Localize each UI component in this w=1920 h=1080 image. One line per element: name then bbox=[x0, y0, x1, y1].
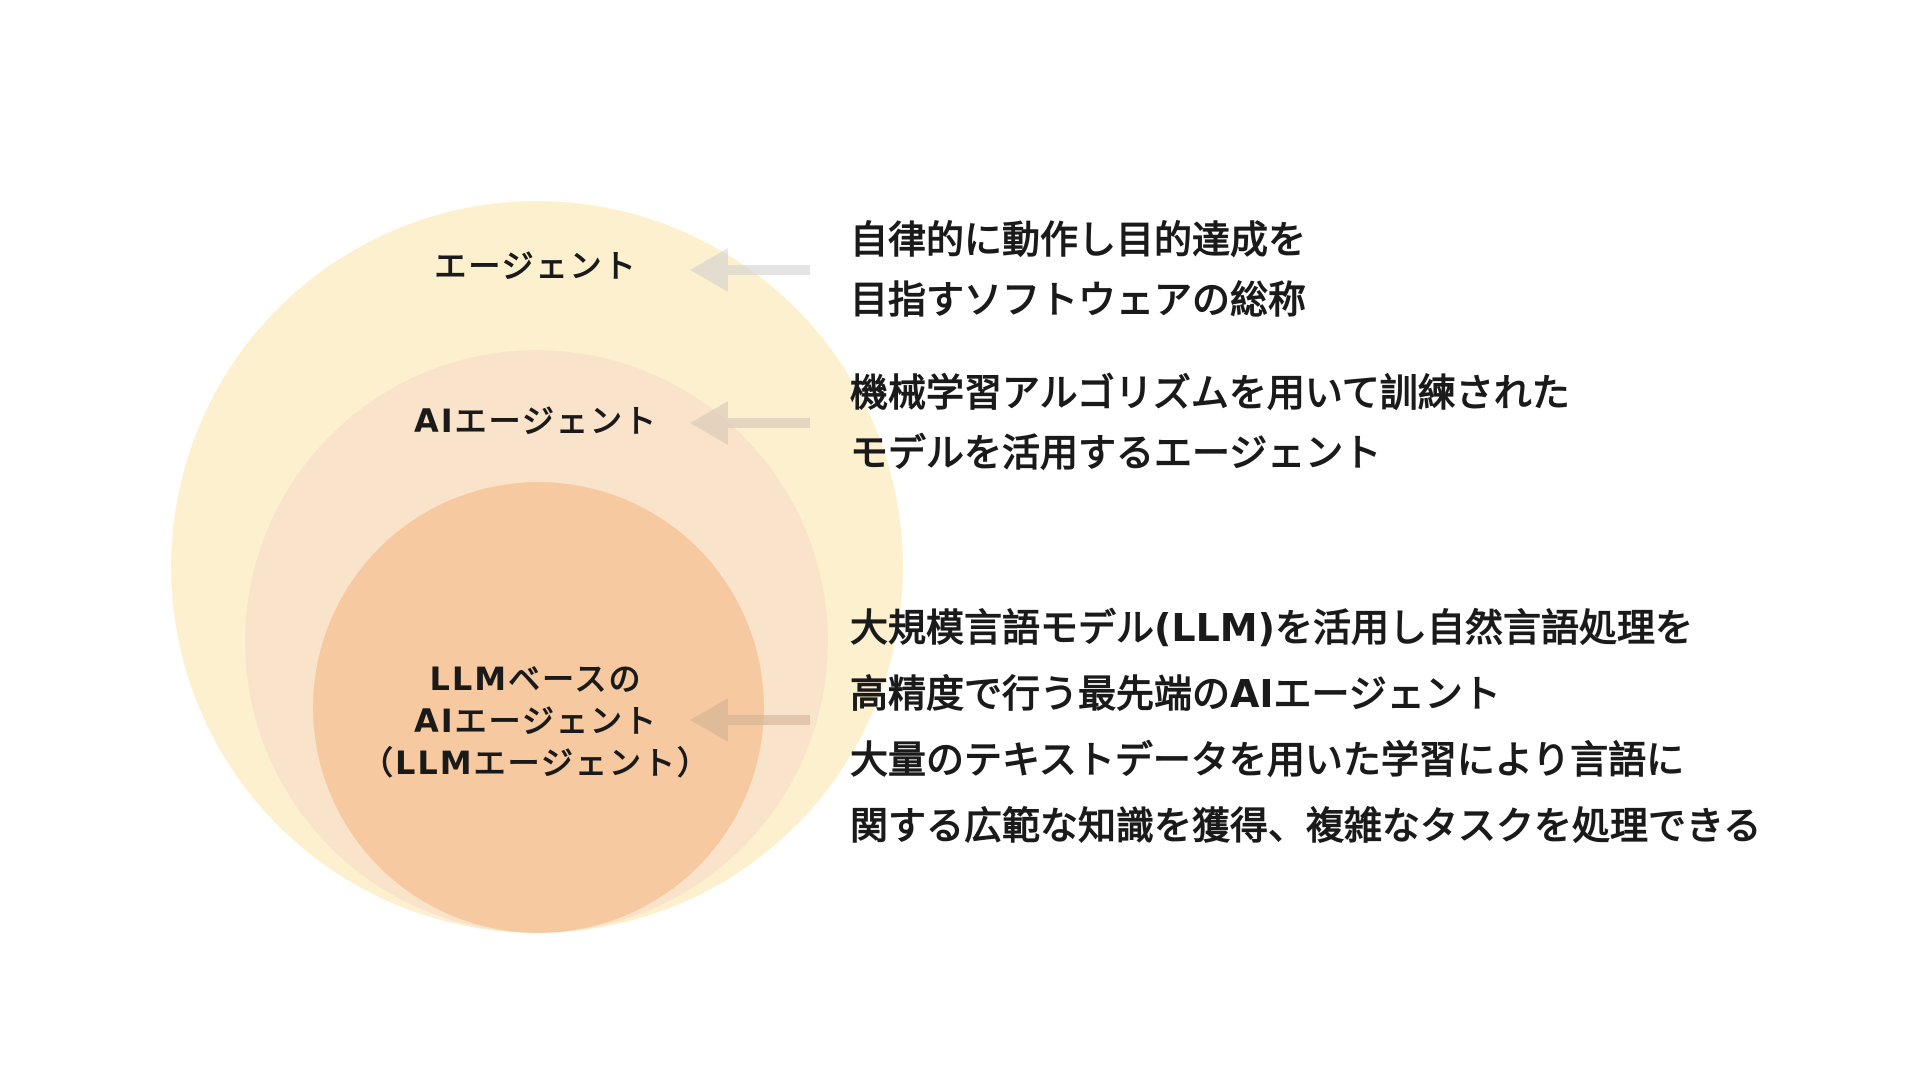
llm-agent-description-line-1: 大規模言語モデル(LLM)を活用し自然言語処理を bbox=[850, 606, 1693, 650]
llm-agent-circle bbox=[313, 482, 764, 933]
ai-agent-description-line-1: 機械学習アルゴリズムを用いて訓練された bbox=[850, 371, 1570, 415]
llm-agent-circle-label: LLMベースの AIエージェント （LLMエージェント） bbox=[336, 658, 736, 785]
llm-agent-description-line-4: 関する広範な知識を獲得、複雑なタスクを処理できる bbox=[850, 804, 1762, 848]
agent-description: 自律的に動作し目的達成を 目指すソフトウェアの総称 bbox=[850, 210, 1306, 330]
ai-agent-circle-label: AIエージェント bbox=[336, 400, 736, 442]
ai-agent-description: 機械学習アルゴリズムを用いて訓練された モデルを活用するエージェント bbox=[850, 363, 1570, 483]
llm-agent-circle-label-line-3: （LLMエージェント） bbox=[361, 744, 711, 783]
llm-agent-circle-label-line-1: LLMベースの bbox=[429, 660, 643, 698]
llm-agent-description-line-2: 高精度で行う最先端のAIエージェント bbox=[850, 672, 1501, 716]
agent-description-line-1: 自律的に動作し目的達成を bbox=[850, 218, 1307, 262]
agent-circle-label: エージェント bbox=[336, 245, 736, 287]
llm-agent-circle-label-line-2: AIエージェント bbox=[413, 702, 659, 741]
agent-circle-label-line: エージェント bbox=[434, 247, 638, 285]
ai-agent-description-line-2: モデルを活用するエージェント bbox=[850, 431, 1382, 475]
llm-agent-description-line-3: 大量のテキストデータを用いた学習により言語に bbox=[850, 738, 1685, 782]
agent-description-line-2: 目指すソフトウェアの総称 bbox=[850, 278, 1307, 322]
ai-agent-circle-label-line: AIエージェント bbox=[413, 402, 659, 440]
llm-agent-description: 大規模言語モデル(LLM)を活用し自然言語処理を 高精度で行う最先端のAIエージ… bbox=[850, 595, 1761, 859]
